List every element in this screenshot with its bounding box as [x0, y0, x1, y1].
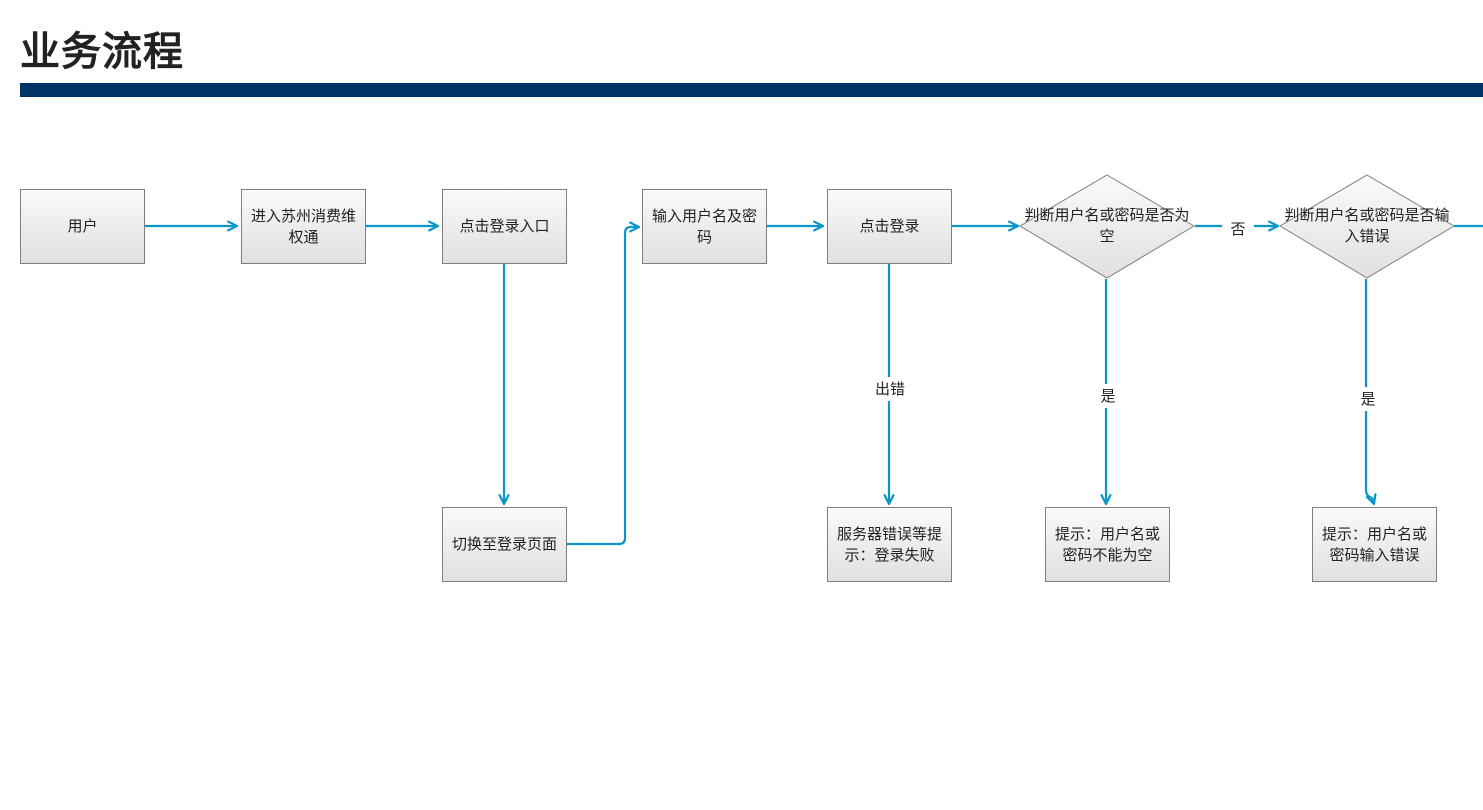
node-empty-tip[interactable]: 提示：用户名或密码不能为空: [1045, 507, 1170, 582]
edge-check-wrong-to-tip: [1364, 279, 1377, 506]
page-title: 业务流程: [20, 29, 184, 75]
edge-label-yes-wrong: 是: [1356, 387, 1380, 411]
title-divider-bar: [20, 83, 1483, 97]
node-click-login-label: 点击登录: [859, 217, 920, 235]
decision-check-wrong-label: 判断用户名或密码是否输入错误: [1284, 206, 1450, 245]
node-enter-app[interactable]: 进入苏州消费维权通: [241, 189, 366, 264]
edge-label-yes-empty: 是: [1096, 384, 1120, 408]
decision-check-wrong-shape: [1279, 174, 1455, 279]
node-server-error-tip[interactable]: 服务器错误等提示：登录失败: [827, 507, 952, 582]
node-wrong-input-tip-label: 提示：用户名或密码输入错误: [1321, 524, 1427, 564]
node-switch-login-page[interactable]: 切换至登录页面: [442, 507, 567, 582]
node-click-login-entry-label: 点击登录入口: [459, 217, 550, 235]
node-enter-app-label: 进入苏州消费维权通: [250, 206, 356, 246]
node-input-credentials-label: 输入用户名及密码: [651, 206, 757, 246]
node-click-login[interactable]: 点击登录: [827, 189, 952, 264]
node-user[interactable]: 用户: [20, 189, 145, 264]
decision-check-empty-label: 判断用户名或密码是否为空: [1024, 206, 1190, 245]
decision-check-wrong[interactable]: 判断用户名或密码是否输入错误: [1282, 200, 1452, 252]
decision-check-empty-shape: [1019, 174, 1195, 279]
node-empty-tip-label: 提示：用户名或密码不能为空: [1054, 524, 1160, 564]
node-wrong-input-tip[interactable]: 提示：用户名或密码输入错误: [1312, 507, 1437, 582]
decision-shapes: [1019, 174, 1455, 279]
edge-label-no-empty: 否: [1222, 217, 1254, 241]
node-click-login-entry[interactable]: 点击登录入口: [442, 189, 567, 264]
node-server-error-tip-label: 服务器错误等提示：登录失败: [836, 524, 942, 564]
edge-switch-to-input: [567, 221, 641, 546]
node-input-credentials[interactable]: 输入用户名及密码: [642, 189, 767, 264]
node-switch-login-page-label: 切换至登录页面: [451, 535, 557, 553]
edge-label-error: 出错: [871, 377, 909, 401]
node-user-label: 用户: [67, 217, 98, 235]
decision-check-empty[interactable]: 判断用户名或密码是否为空: [1022, 200, 1192, 252]
